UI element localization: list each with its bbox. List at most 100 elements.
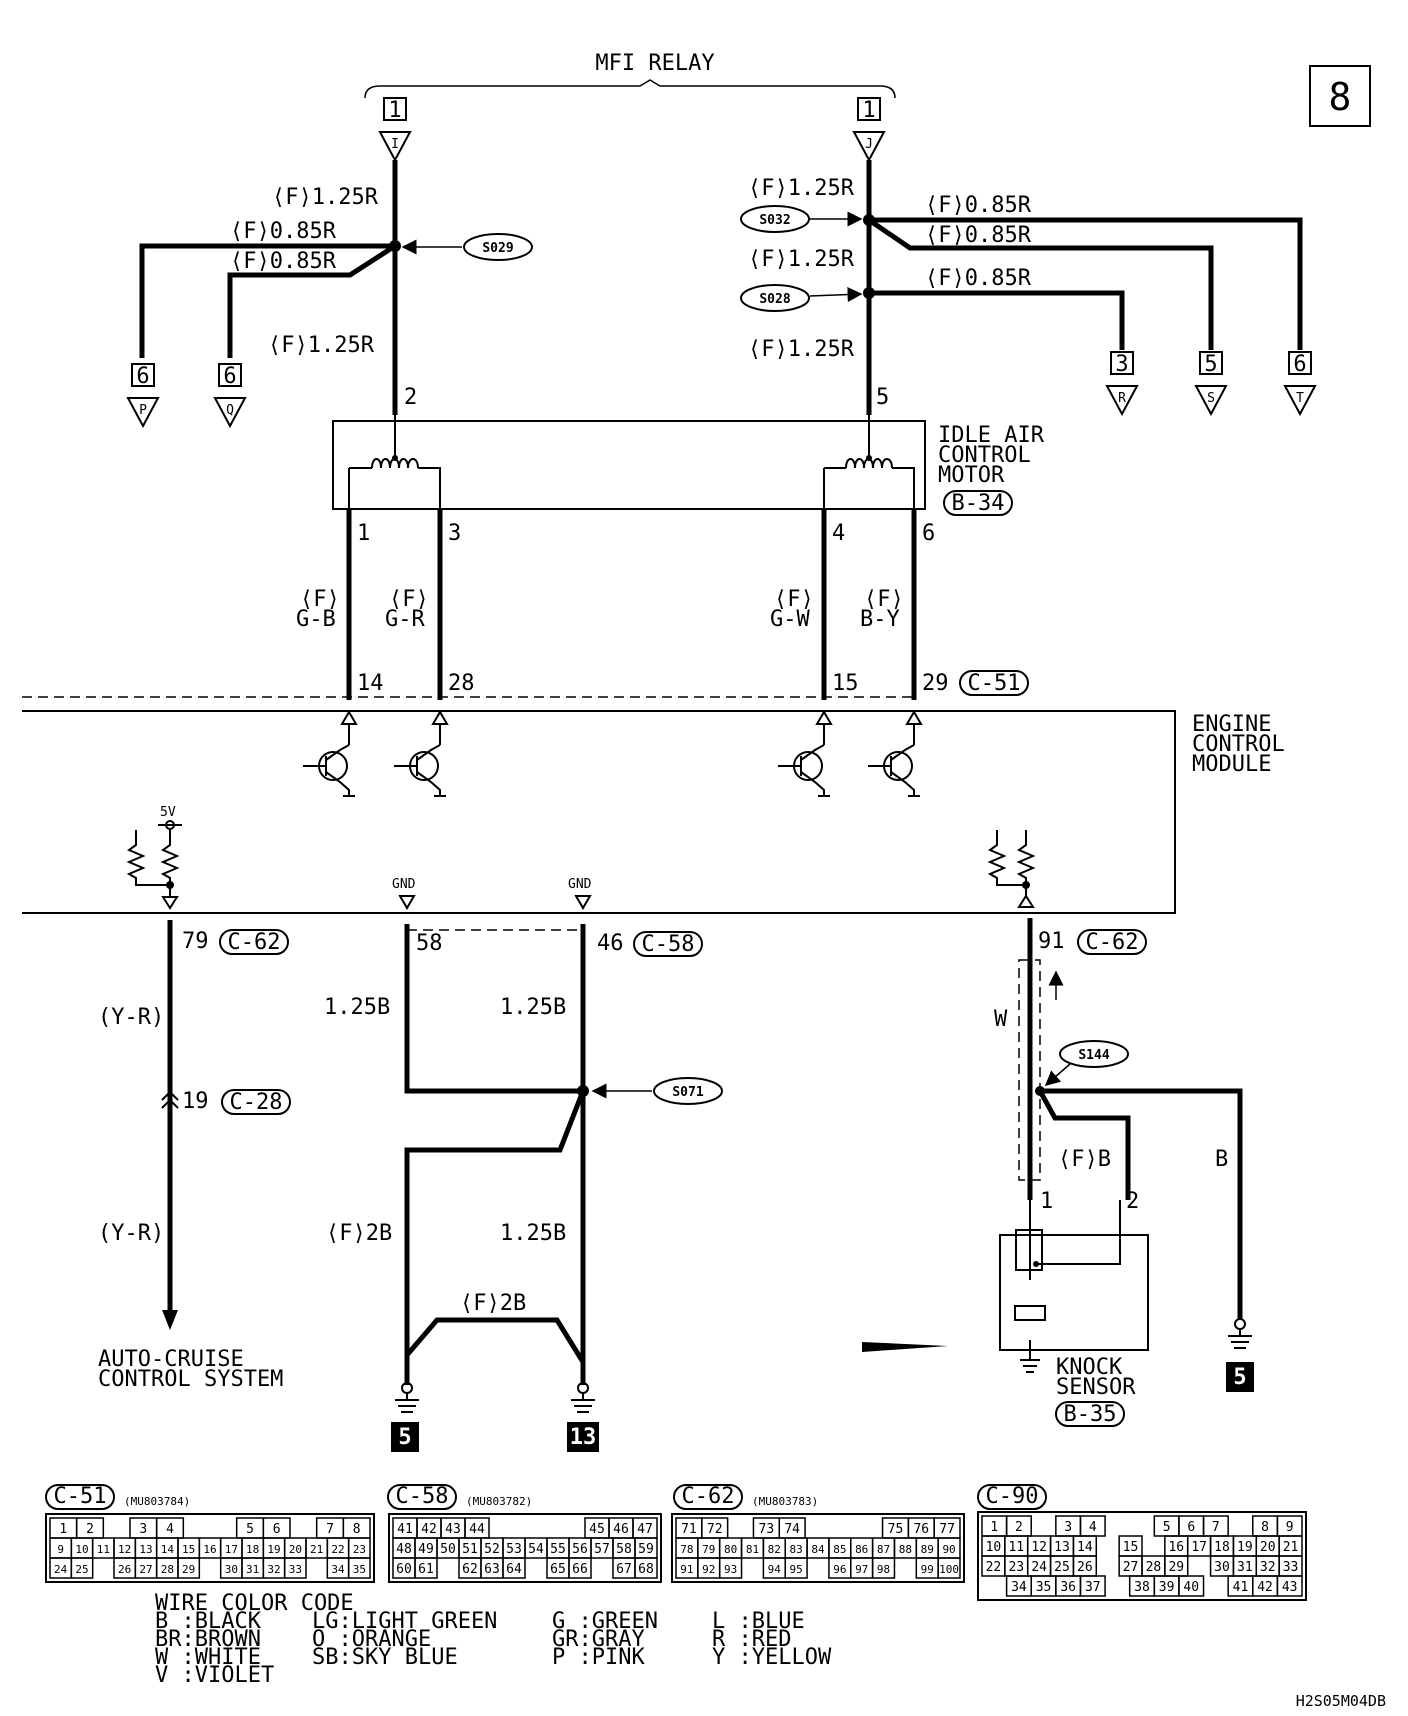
pullup-right-dot (1022, 881, 1030, 889)
ecm-pin-28: 28 (448, 671, 475, 696)
iac-pin-out-3: 3 (448, 521, 461, 546)
connector-pin-number: 93 (724, 1563, 737, 1576)
connector-pin-cell (347, 1557, 371, 1579)
splice-s029: S029 (482, 241, 513, 256)
connector-view-outer (671, 1513, 965, 1583)
connector-pin-number: 65 (550, 1562, 566, 1577)
ecm-box (22, 710, 1176, 914)
wire-79-arrowhead (162, 1310, 178, 1330)
ecm-gnd-label-1: GND (392, 877, 416, 892)
connector-pin-cell (502, 1557, 526, 1579)
connector-pin-number: 47 (637, 1522, 653, 1537)
connector-pin-number: 8 (1261, 1520, 1269, 1535)
connector-pin-number: 20 (289, 1543, 302, 1556)
c28-frame (221, 1089, 291, 1115)
connector-pin-number: 33 (1283, 1560, 1299, 1575)
connector-view-title-frame (673, 1484, 743, 1510)
connector-pin-number: 25 (75, 1563, 88, 1576)
connector-pin-number: 9 (57, 1543, 64, 1556)
c62-left-label: C-62 (228, 930, 281, 955)
connector-pin-number: 72 (707, 1522, 723, 1537)
pin-91: 91 (1038, 929, 1065, 954)
connector-pin-number: 13 (139, 1543, 152, 1556)
connector-view-title-frame (45, 1484, 115, 1510)
relay-tag-left: I (391, 137, 399, 152)
ecm-gnd-terminal-1 (398, 895, 416, 910)
connector-r[interactable]: 3 R (1105, 351, 1139, 417)
connector-s[interactable]: 5 S (1194, 351, 1228, 417)
connector-pin-cell (177, 1557, 201, 1579)
connector-pin-number: 67 (616, 1562, 632, 1577)
relay-pin-box-left (383, 97, 407, 121)
relay-terminal-left (378, 131, 412, 163)
splice-dot-s029 (389, 240, 401, 252)
connector-pin-number: 30 (225, 1563, 238, 1576)
connector-pin-number: 42 (421, 1522, 437, 1537)
ks-connector: B-35 (1064, 1402, 1117, 1427)
pullup-left-dot (166, 881, 174, 889)
pullup-resistor-right (987, 830, 1036, 908)
connector-pin-number: 66 (572, 1562, 588, 1577)
connector-pin-number: 17 (1191, 1540, 1207, 1555)
connector-pin-number: 3 (1064, 1520, 1072, 1535)
ecm-pin-15: 15 (832, 671, 859, 696)
connector-pin-number: 26 (1077, 1560, 1093, 1575)
connector-t[interactable]: 6 T (1283, 351, 1317, 417)
connector-pin-number: 92 (702, 1563, 715, 1576)
iac-pin-out-1: 1 (357, 521, 370, 546)
ground-mid-icon (571, 1382, 595, 1413)
connector-view-title: C-58 (396, 1484, 449, 1509)
wire-label-right-bottom: ⟨F⟩1.25R (748, 337, 855, 362)
wire-right-branch-s (867, 217, 1214, 350)
wire-2b-left (404, 1090, 586, 1385)
connector-pin-number: 27 (139, 1563, 152, 1576)
iac-pin-in-right: 5 (876, 385, 889, 410)
connector-pin-number: 43 (445, 1522, 461, 1537)
wire-28-f: ⟨F⟩ (389, 587, 429, 612)
connector-q-box (218, 363, 242, 387)
connector-q[interactable]: 6 Q (213, 363, 247, 429)
color-code-c3-1: GR:GRAY (552, 1627, 645, 1652)
connector-pin-number: 55 (550, 1542, 566, 1557)
connector-pin-number: 39 (1159, 1580, 1175, 1595)
ground-mid-num: 13 (570, 1425, 597, 1450)
connector-pin-number: 64 (506, 1562, 522, 1577)
connector-pin-number: 7 (1212, 1520, 1220, 1535)
connector-pin-number: 10 (75, 1543, 88, 1556)
connector-pin-number: 11 (1008, 1540, 1024, 1555)
wire-46-size: 1.25B (500, 995, 566, 1020)
color-code-c3-2: P :PINK (552, 1645, 645, 1670)
connector-pin-cell (634, 1557, 658, 1579)
connector-pin-number: 82 (768, 1543, 781, 1556)
connector-pin-number: 75 (888, 1522, 904, 1537)
connector-pin-number: 61 (418, 1562, 434, 1577)
c62-right-label: C-62 (1086, 930, 1139, 955)
connector-pin-number: 2 (1015, 1520, 1023, 1535)
mfi-relay-title: MFI RELAY (595, 51, 714, 76)
connector-pin-number: 6 (273, 1522, 281, 1537)
connector-pin-number: 41 (1233, 1580, 1249, 1595)
connector-pin-number: 23 (1008, 1560, 1024, 1575)
splice-dot-s071 (577, 1085, 589, 1097)
connector-p-box (131, 363, 155, 387)
connector-pin-number: 46 (613, 1522, 629, 1537)
connector-s-tag: S (1207, 391, 1215, 406)
connector-pin-number: 21 (1283, 1540, 1299, 1555)
connector-pin-number: 97 (855, 1563, 868, 1576)
connector-pin-number: 24 (1031, 1560, 1047, 1575)
connector-pin-cell (871, 1557, 896, 1579)
ecm-name-3: MODULE (1192, 752, 1271, 777)
connector-pin-number: 16 (1168, 1540, 1184, 1555)
ecm-5v-label: 5V (160, 805, 176, 820)
connector-pin-number: 30 (1214, 1560, 1230, 1575)
iac-pin-out-6: 6 (922, 521, 935, 546)
connector-r-box (1110, 351, 1134, 375)
color-code-c2-1: O :ORANGE (312, 1627, 431, 1652)
wire-label-right-b1: ⟨F⟩0.85R (925, 193, 1032, 218)
connector-p[interactable]: 6 P (126, 363, 160, 429)
color-code-c4-2: Y :YELLOW (712, 1645, 832, 1670)
iac-motor-connector: B-34 (952, 491, 1005, 516)
